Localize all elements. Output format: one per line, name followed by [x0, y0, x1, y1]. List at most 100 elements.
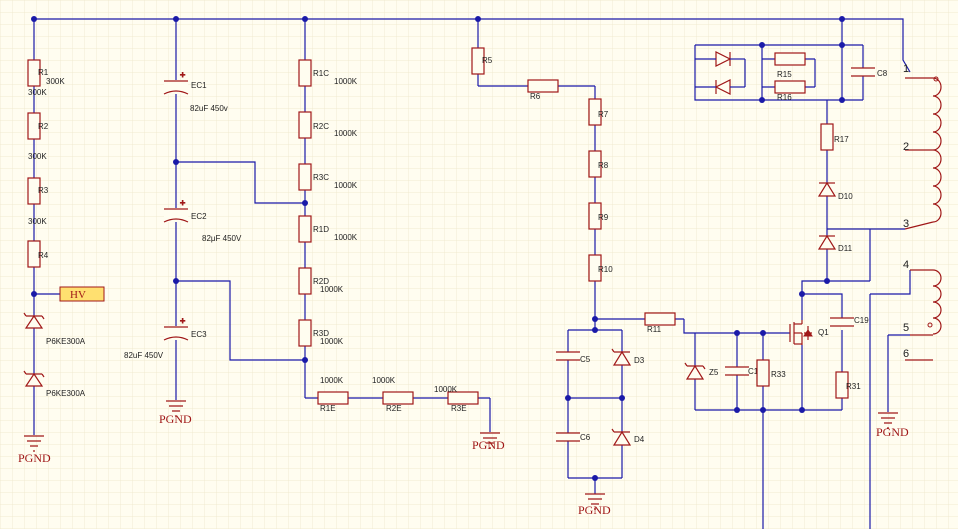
junctions	[31, 16, 845, 481]
resistor-r7[interactable]: R7	[588, 98, 609, 126]
ground-symbol-4: PGND	[578, 493, 611, 517]
c19-ref: C19	[854, 316, 869, 325]
tvs-diode-1[interactable]: P6KE300A	[23, 312, 86, 346]
resistor-r11[interactable]: R11	[644, 312, 676, 334]
r2-value: 300K	[28, 152, 47, 161]
r1d-ref: R1D	[313, 225, 329, 234]
c18-ref: C18	[748, 367, 763, 376]
resistor-r15[interactable]: R15	[762, 52, 815, 79]
r2d-ref: R2D	[313, 277, 329, 286]
resistor-r3d[interactable]: R3D 1000K	[298, 319, 344, 347]
mosfet-q1[interactable]: Q1	[789, 320, 829, 345]
r1e-ref: R1E	[320, 404, 336, 413]
z5-ref: Z5	[709, 368, 719, 377]
resistor-r1c[interactable]: R1C 1000K	[298, 59, 358, 87]
r2e-ref: R2E	[386, 404, 402, 413]
resistor-r10[interactable]: R10	[588, 254, 613, 282]
hv-net-label[interactable]: HV	[59, 286, 105, 302]
pin-1-label: 1	[903, 63, 909, 75]
resistor-r4[interactable]: R4	[27, 240, 49, 268]
capacitor-ec2[interactable]: + EC2 82μF 450V	[163, 198, 242, 243]
d3-ref: D3	[634, 356, 645, 365]
svg-text:+: +	[180, 198, 185, 208]
resistor-r3e[interactable]: 1000K R3E	[434, 385, 479, 413]
pgnd-label-4: PGND	[578, 503, 611, 517]
r2e-value: 1000K	[372, 376, 396, 385]
r3-value: 300K	[28, 217, 47, 226]
capacitor-c8[interactable]: C8	[851, 67, 888, 78]
q1-ref: Q1	[818, 328, 829, 337]
tvs1-ref: P6KE300A	[46, 337, 86, 346]
resistor-r2[interactable]: 300K R2 300K	[27, 88, 49, 161]
resistor-r6[interactable]: R6	[527, 79, 559, 101]
resistor-r1d[interactable]: R1D 1000K	[298, 215, 358, 243]
resistor-r1e[interactable]: 1000K R1E	[317, 376, 349, 413]
r5-ref: R5	[482, 56, 493, 65]
r1c-value: 1000K	[334, 77, 358, 86]
resistor-r3[interactable]: R3 300K	[27, 177, 49, 226]
pin-5-label: 5	[903, 322, 909, 334]
hv-label-text: HV	[70, 289, 86, 301]
r2-ref: R2	[38, 122, 49, 131]
svg-text:+: +	[180, 316, 185, 326]
tvs-diode-2[interactable]: P6KE300A	[23, 370, 86, 398]
r17-ref: R17	[834, 135, 849, 144]
r11-ref: R11	[647, 325, 662, 334]
capacitor-c5[interactable]: C5	[556, 351, 591, 364]
c8-ref: C8	[877, 69, 888, 78]
diode-d10[interactable]: D10	[817, 181, 853, 201]
resistor-r2d[interactable]: R2D 1000K	[298, 267, 344, 295]
capacitor-c6[interactable]: C6	[556, 432, 591, 442]
ground-symbol-3: PGND	[472, 432, 505, 452]
transformer-secondary[interactable]	[905, 269, 942, 361]
resistor-r9[interactable]: R9	[588, 202, 609, 230]
r2d-value: 1000K	[320, 285, 344, 294]
r3e-value: 1000K	[434, 385, 458, 394]
tvs-pair-snubber[interactable]	[695, 51, 746, 95]
resistor-r5[interactable]: R5	[471, 47, 493, 75]
zener-z5[interactable]: Z5	[684, 362, 719, 380]
svg-text:+: +	[180, 70, 185, 80]
resistor-r2e[interactable]: 1000K R2E	[372, 376, 414, 413]
capacitor-ec3[interactable]: + EC3 82uF 450V	[124, 316, 207, 361]
r1d-value: 1000K	[334, 233, 358, 242]
ground-symbol-5: PGND	[876, 412, 909, 439]
r1-ref: R1	[38, 68, 49, 77]
resistor-r31[interactable]: R31	[835, 371, 861, 399]
r3c-ref: R3C	[313, 173, 329, 182]
resistor-r3c[interactable]: R3C 1000K	[298, 163, 358, 191]
capacitor-c18[interactable]: C18	[725, 366, 763, 376]
capacitor-c19[interactable]: C19	[830, 316, 869, 327]
tvs2-ref: P6KE300A	[46, 389, 86, 398]
r2c-value: 1000K	[334, 129, 358, 138]
pgnd-label-3: PGND	[472, 438, 505, 452]
pgnd-label-2: PGND	[159, 412, 192, 426]
resistor-r17[interactable]: R17	[820, 123, 849, 151]
r3d-ref: R3D	[313, 329, 329, 338]
resistor-r8[interactable]: R8	[588, 150, 609, 178]
resistor-r1[interactable]: R1 300K	[27, 59, 65, 87]
ec1-value: 82uF 450v	[190, 104, 228, 113]
d4-ref: D4	[634, 435, 645, 444]
diode-d3[interactable]: D3	[611, 348, 645, 366]
r16-ref: R16	[777, 93, 792, 102]
r4-ref: R4	[38, 251, 49, 260]
transformer-primary[interactable]	[904, 76, 942, 230]
resistor-r33[interactable]: R33	[756, 359, 786, 387]
ec2-value: 82μF 450V	[202, 234, 242, 243]
diode-d11[interactable]: D11	[817, 234, 853, 253]
resistor-r16[interactable]: R16	[762, 59, 816, 102]
ec2-ref: EC2	[191, 212, 207, 221]
r3d-value: 1000K	[320, 337, 344, 346]
capacitor-ec1[interactable]: + EC1 82uF 450v	[163, 70, 228, 113]
ec3-value: 82uF 450V	[124, 351, 164, 360]
resistor-r2c[interactable]: R2C 1000K	[298, 111, 358, 139]
r6-ref: R6	[530, 92, 541, 101]
diode-d4[interactable]: D4	[611, 428, 645, 446]
r3e-ref: R3E	[451, 404, 467, 413]
r7-ref: R7	[598, 110, 609, 119]
r9-ref: R9	[598, 213, 609, 222]
pin-3-label: 3	[903, 218, 909, 230]
ground-symbol-2: PGND	[159, 400, 192, 426]
